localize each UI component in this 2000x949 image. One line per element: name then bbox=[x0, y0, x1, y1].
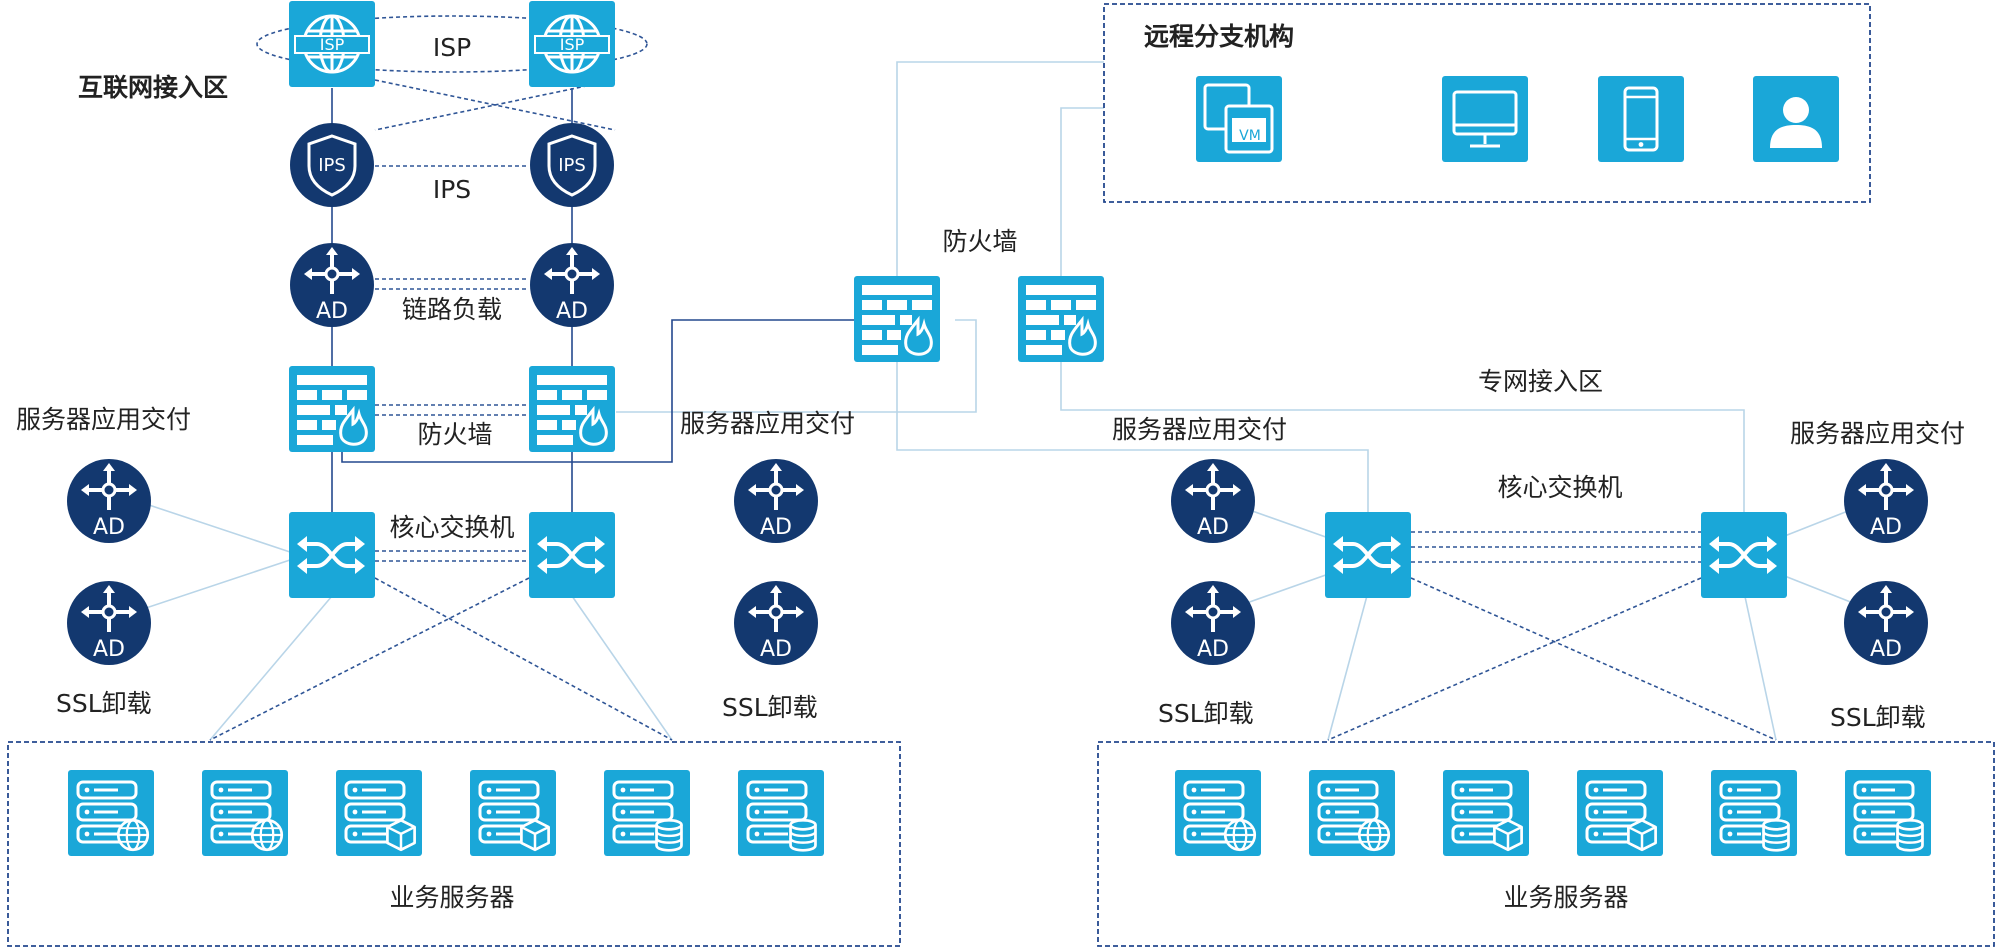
business-server-box-left bbox=[7, 741, 901, 947]
remote-branch-box bbox=[1103, 3, 1871, 203]
cube-icon bbox=[520, 818, 550, 852]
user-icon bbox=[1753, 76, 1839, 162]
group-label-business-servers: 业务服务器 bbox=[389, 883, 514, 912]
group-label-ssl-offload: SSL卸载 bbox=[56, 689, 152, 718]
group-label-business-servers: 业务服务器 bbox=[1503, 883, 1628, 912]
group-label-server-delivery: 服务器应用交付 bbox=[680, 409, 855, 438]
link-label-firewall: 防火墙 bbox=[417, 420, 492, 449]
link-label-firewall-center: 防火墙 bbox=[942, 227, 1017, 256]
isp-icon-text: ISP bbox=[320, 35, 345, 54]
vm-icon-text: VM bbox=[1239, 128, 1261, 144]
link-label-core-switch: 核心交换机 bbox=[389, 513, 514, 542]
group-label-server-delivery: 服务器应用交付 bbox=[1790, 419, 1965, 448]
group-label-server-delivery: 服务器应用交付 bbox=[1112, 415, 1287, 444]
firewall-icon bbox=[289, 366, 375, 452]
virtual-machine-icon bbox=[1196, 76, 1282, 162]
desktop-pc-icon bbox=[1442, 76, 1528, 162]
ips-icon-text: IPS bbox=[558, 155, 586, 176]
ad-icon-text: AD bbox=[1197, 637, 1229, 662]
mobile-phone-icon bbox=[1598, 76, 1684, 162]
ad-icon-text: AD bbox=[760, 515, 792, 540]
cube-icon bbox=[1627, 818, 1657, 852]
link-label-link-balance: 链路负载 bbox=[402, 295, 502, 324]
firewall-icon bbox=[854, 276, 940, 362]
globe-icon bbox=[1223, 818, 1257, 852]
ad-icon-text: AD bbox=[1870, 515, 1902, 540]
ad-icon-text: AD bbox=[760, 637, 792, 662]
firewall-icon bbox=[529, 366, 615, 452]
database-icon bbox=[1896, 818, 1924, 852]
cube-icon bbox=[1493, 818, 1523, 852]
ad-icon-text: AD bbox=[93, 637, 125, 662]
zone-label-internet: 互联网接入区 bbox=[78, 73, 228, 102]
link-label-isp: ISP bbox=[433, 33, 471, 62]
group-label-ssl-offload: SSL卸载 bbox=[722, 693, 818, 722]
ad-icon-text: AD bbox=[1870, 637, 1902, 662]
zone-label-remote-branch: 远程分支机构 bbox=[1144, 22, 1294, 51]
database-icon bbox=[1762, 818, 1790, 852]
cube-icon bbox=[386, 818, 416, 852]
link-label-ips: IPS bbox=[433, 175, 471, 204]
core-switch-icon bbox=[529, 512, 615, 598]
ad-icon-text: AD bbox=[1197, 515, 1229, 540]
zone-label-private-net: 专网接入区 bbox=[1478, 367, 1603, 396]
core-switch-icon bbox=[1701, 512, 1787, 598]
group-label-server-delivery: 服务器应用交付 bbox=[16, 405, 191, 434]
database-icon bbox=[789, 818, 817, 852]
globe-icon bbox=[116, 818, 150, 852]
business-server-box-right bbox=[1097, 741, 1995, 947]
isp-icon-text: ISP bbox=[560, 35, 585, 54]
firewall-icon bbox=[1018, 276, 1104, 362]
group-label-ssl-offload: SSL卸载 bbox=[1830, 703, 1926, 732]
ad-icon-text: AD bbox=[316, 299, 348, 324]
group-label-ssl-offload: SSL卸载 bbox=[1158, 699, 1254, 728]
globe-icon bbox=[1357, 818, 1391, 852]
server-group-left bbox=[68, 770, 824, 856]
globe-icon bbox=[250, 818, 284, 852]
core-switch-icon bbox=[1325, 512, 1411, 598]
link-label-core-switch-right: 核心交换机 bbox=[1497, 473, 1622, 502]
ips-icon-text: IPS bbox=[318, 155, 346, 176]
ad-icon-text: AD bbox=[93, 515, 125, 540]
database-icon bbox=[655, 818, 683, 852]
ad-icon-text: AD bbox=[556, 299, 588, 324]
server-group-right bbox=[1175, 770, 1931, 856]
core-switch-icon bbox=[289, 512, 375, 598]
